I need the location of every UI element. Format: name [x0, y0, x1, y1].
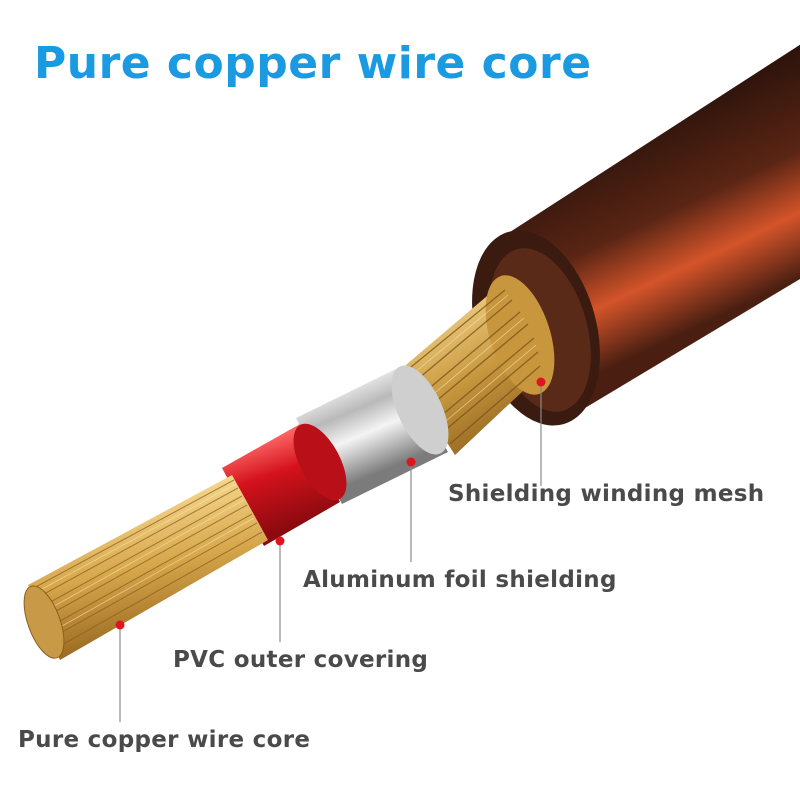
marker-dot-foil [406, 457, 416, 467]
page-title: Pure copper wire core [34, 38, 592, 89]
label-shielding-mesh: Shielding winding mesh [448, 481, 765, 507]
marker-dot-core [115, 620, 125, 630]
label-aluminum-foil: Aluminum foil shielding [303, 567, 617, 593]
label-copper-core: Pure copper wire core [18, 727, 311, 753]
marker-dots [115, 377, 546, 630]
marker-dot-mesh [536, 377, 546, 387]
marker-dot-pvc [275, 536, 285, 546]
copper-core [23, 475, 268, 660]
label-pvc-covering: PVC outer covering [173, 647, 429, 673]
leader-lines [119, 382, 542, 722]
